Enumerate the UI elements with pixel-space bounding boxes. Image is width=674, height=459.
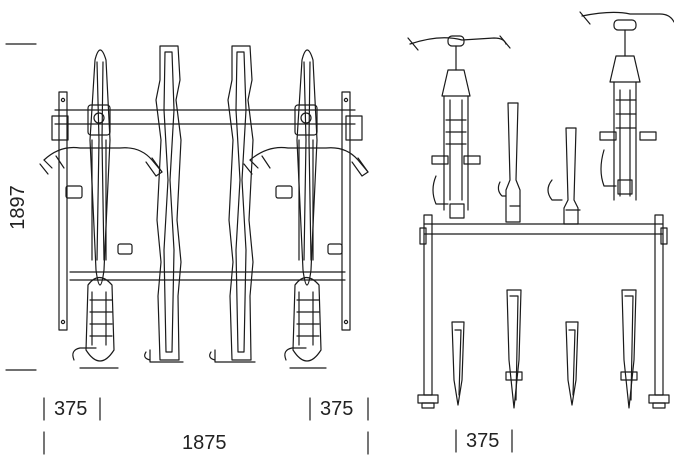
bicycle-front-right [243, 49, 369, 369]
side-slot-lower-2 [505, 289, 523, 409]
side-slot-lower-3 [565, 321, 579, 406]
total-width-label: 1875 [182, 432, 227, 454]
bicycle-side-left [407, 35, 511, 219]
side-slot-upper-empty-2 [547, 127, 581, 225]
wall-post-right [341, 91, 351, 331]
side-slot-lower-4 [620, 289, 638, 409]
side-top-rail [419, 223, 668, 245]
rack-slot-empty-1 [144, 45, 184, 363]
side-post-left [423, 214, 433, 396]
side-spacing-label: 375 [466, 430, 500, 452]
side-post-right [654, 214, 664, 396]
bicycle-front-left [39, 49, 163, 369]
spacing-right-label: 375 [320, 398, 354, 420]
bicycle-side-right [579, 11, 674, 201]
side-slot-upper-empty-1 [497, 102, 521, 223]
spacing-left-label: 375 [54, 398, 88, 420]
wall-post-left [58, 91, 68, 331]
side-view [407, 11, 674, 453]
rack-slot-empty-2 [209, 45, 256, 363]
side-slot-lower-1 [451, 321, 465, 406]
height-dimension-label: 1897 [6, 185, 29, 230]
front-view [5, 43, 369, 455]
